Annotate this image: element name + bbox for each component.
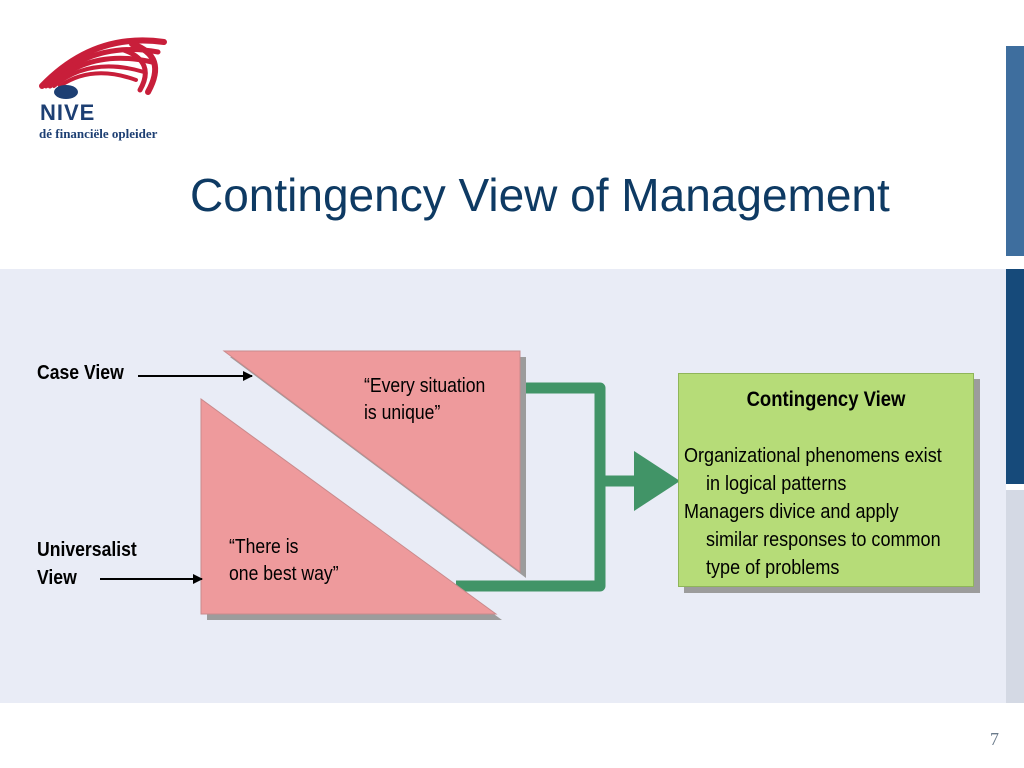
contingency-view-box — [678, 373, 974, 587]
universalist-label-line1: Universalist — [37, 539, 137, 561]
side-stripe-top — [1006, 46, 1024, 256]
logo-tagline: dé financiële opleider — [39, 126, 158, 141]
contingency-diagram — [100, 350, 680, 620]
case-quote-line1: “Every situation — [364, 375, 486, 397]
universalist-label-line2: View — [37, 567, 77, 589]
contingency-view-title: Contingency View — [746, 388, 906, 411]
nive-logo-mark — [39, 37, 167, 99]
page-number: 7 — [990, 729, 999, 749]
universal-quote-line2: one best way” — [229, 563, 339, 585]
case-view-label: Case View — [37, 362, 124, 384]
universalist-view-triangle — [200, 398, 498, 615]
slide-title: Contingency View of Management — [190, 169, 890, 221]
contingency-line: similar responses to common — [706, 528, 941, 551]
contingency-line: Organizational phenomens exist — [684, 444, 942, 467]
contingency-line: in logical patterns — [706, 472, 847, 495]
universal-quote-line1: “There is — [229, 536, 299, 558]
contingency-line: type of problems — [706, 556, 840, 579]
side-stripe-bottom — [1006, 490, 1024, 703]
side-stripe-middle — [1006, 269, 1024, 484]
case-quote-line2: is unique” — [364, 402, 441, 424]
green-arrowhead — [634, 451, 680, 511]
case-view-triangle — [222, 350, 521, 573]
nive-logo — [36, 34, 176, 144]
green-connector — [456, 382, 680, 592]
logo-name: NIVE — [40, 100, 96, 125]
contingency-line: Managers divice and apply — [684, 500, 899, 523]
